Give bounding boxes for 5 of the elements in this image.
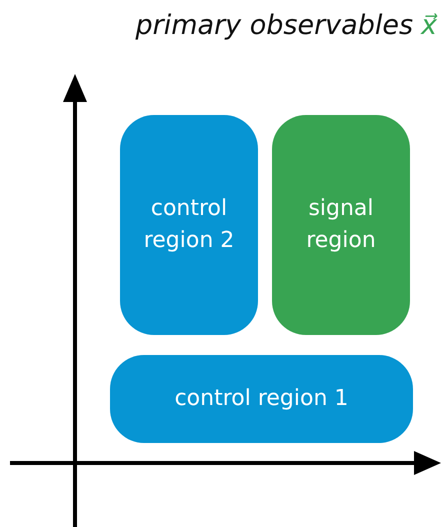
control-region-box: control region 2 xyxy=(120,115,258,335)
title: primary observables xyxy=(135,10,414,41)
vector-symbol: x⃗ xyxy=(421,10,437,41)
control-region-box: control region 1 xyxy=(110,355,413,443)
signal-region-box: signal region xyxy=(272,115,410,335)
